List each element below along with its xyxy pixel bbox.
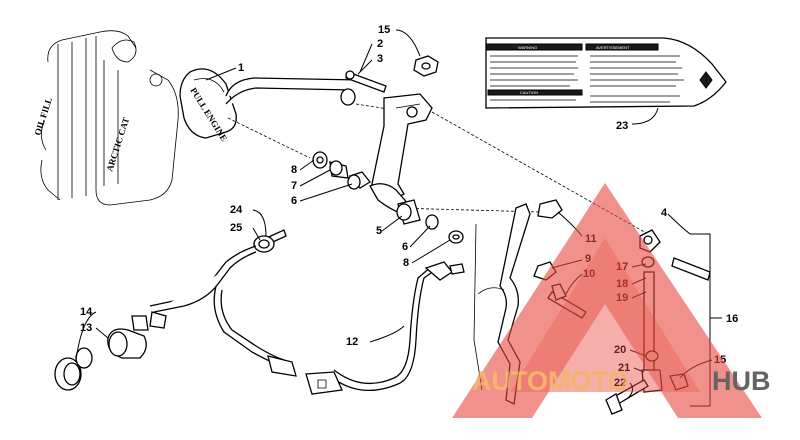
callout-24: 24: [230, 204, 243, 216]
watermark-text-right: HUB: [712, 366, 771, 396]
shift-lever: [369, 93, 433, 215]
callout-16: 16: [726, 313, 738, 325]
bushing-5: [396, 199, 421, 225]
connector-pair: [267, 355, 343, 395]
watermark-triangle-inner: [510, 238, 700, 392]
warning-decal: WARNING AVERTISSEMENT CAUTION: [485, 37, 727, 109]
callout-5: 5: [376, 225, 382, 237]
bushing-6-left: [347, 171, 371, 190]
bushing-6-right: [425, 214, 439, 230]
bushing-7: [329, 160, 349, 179]
callout-8-right: 8: [403, 257, 409, 269]
callout-14: 14: [80, 306, 93, 318]
callout-21: 21: [618, 362, 630, 374]
callout-23: 23: [616, 120, 628, 132]
bezel-14: [54, 347, 93, 391]
recoil-handle: PULL ENGINE: [179, 68, 237, 143]
callout-7: 7: [291, 180, 297, 192]
watermark-text-left: AUTOMOTO: [472, 366, 629, 396]
engine-outline: OIL FILL ARCTIC CAT: [32, 30, 179, 206]
washer-8-left: [312, 151, 328, 169]
callout-2: 2: [377, 38, 383, 50]
nut-15-top: [413, 55, 439, 77]
callout-25: 25: [230, 222, 242, 234]
callout-22: 22: [614, 377, 626, 389]
callout-12: 12: [346, 336, 358, 348]
callout-8-left: 8: [291, 164, 297, 176]
callout-6-right: 6: [402, 241, 408, 253]
oil-fill-label: OIL FILL: [32, 96, 54, 136]
decal-heading-left: WARNING: [518, 45, 537, 50]
watermark: AUTOMOTO HUB: [452, 183, 771, 418]
wire-harness: [149, 229, 439, 391]
switch-13: [107, 311, 167, 359]
callout-15-top: 15: [378, 24, 390, 36]
callout-1: 1: [238, 62, 244, 74]
shift-rod: [225, 77, 373, 106]
callout-20: 20: [614, 344, 626, 356]
callout-4: 4: [661, 207, 668, 219]
sensor-plug: [424, 261, 465, 281]
callout-3: 3: [377, 53, 383, 65]
watermark-triangle-outer: [452, 183, 762, 418]
callout-13: 13: [80, 322, 92, 334]
washer-8-right: [448, 230, 464, 244]
bolt-2: [345, 70, 387, 93]
callout-6-left: 6: [291, 195, 297, 207]
decal-heading-bottom: CAUTION: [520, 90, 538, 95]
decal-heading-right: AVERTISSEMENT: [596, 45, 630, 50]
